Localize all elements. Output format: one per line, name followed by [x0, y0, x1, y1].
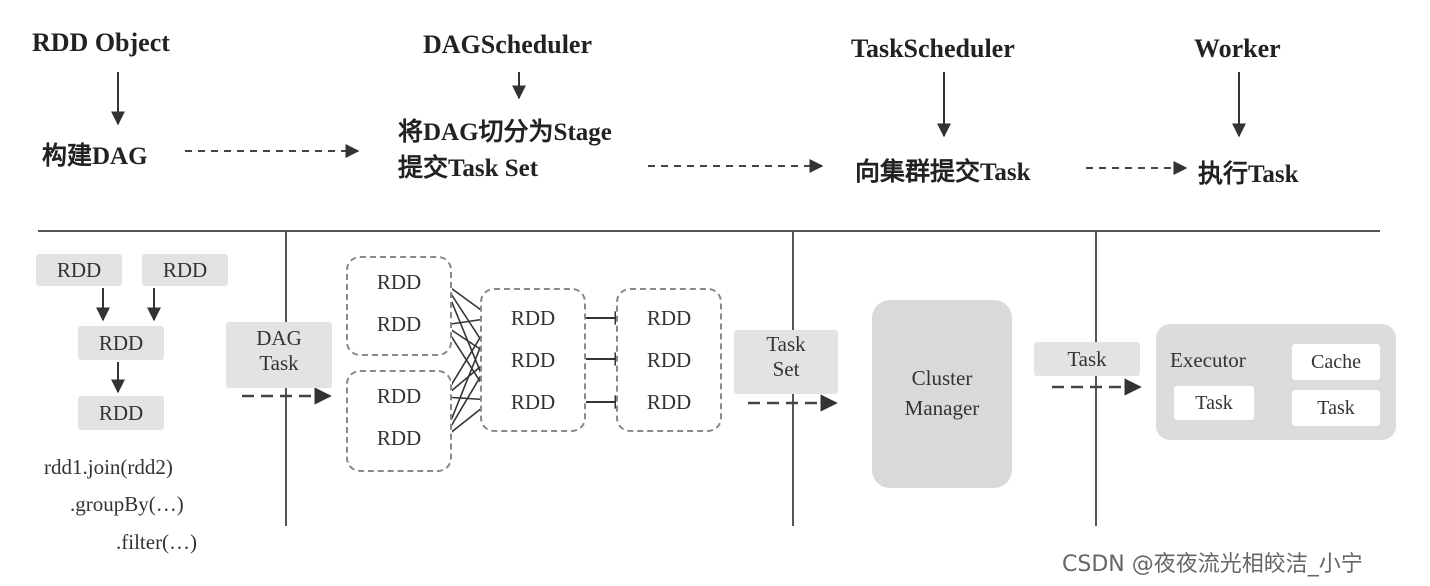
code-line: .filter(…) [116, 530, 198, 554]
step-build-dag: 构建DAG [42, 143, 148, 170]
rdd-group: RDD RDD [346, 370, 452, 472]
step-split-stage: 将DAG切分为Stage [398, 119, 612, 146]
rdd-box: RDD [78, 396, 164, 430]
cluster-manager-line: Cluster [911, 366, 973, 390]
rdd-node: RDD [646, 348, 692, 372]
rdd-node: RDD [646, 306, 692, 330]
cluster-manager-box: Cluster Manager [872, 300, 1012, 488]
step-submit-task: 向集群提交Task [855, 159, 1031, 186]
executor-title: Executor [1170, 348, 1246, 372]
rdd-node: RDD [376, 270, 422, 294]
task-set-line: Task [766, 332, 806, 356]
rdd-node: RDD [510, 390, 556, 414]
rdd-group: RDD RDD [346, 256, 452, 356]
stage-title-worker: Worker [1194, 34, 1281, 63]
step-submit-taskset: 提交Task Set [398, 155, 539, 182]
rdd-node: RDD [646, 390, 692, 414]
task-box: Task [1034, 342, 1140, 376]
code-line: .groupBy(…) [70, 492, 184, 516]
step-execute-task: 执行Task [1198, 161, 1299, 188]
stage-box: RDD RDD RDD [616, 288, 722, 432]
executor-task-box: Task [1174, 386, 1254, 420]
task-set-line: Set [772, 357, 800, 381]
executor-task-box: Task [1292, 390, 1380, 426]
stage-title-dag-scheduler: DAGScheduler [423, 30, 592, 59]
stage-title-task-scheduler: TaskScheduler [851, 34, 1015, 63]
rdd-node: RDD [510, 348, 556, 372]
watermark-text: CSDN @夜夜流光相皎洁_小宁 [1062, 552, 1363, 577]
rdd-box: RDD [36, 254, 122, 286]
dag-task-line: Task [259, 351, 299, 375]
rdd-node: RDD [510, 306, 556, 330]
stage-title-rdd-object: RDD Object [32, 28, 170, 57]
cache-box: Cache [1292, 344, 1380, 380]
rdd-node: RDD [376, 384, 422, 408]
rdd-box: RDD [142, 254, 228, 286]
task-set-box: Task Set [734, 330, 838, 394]
rdd-node: RDD [376, 426, 422, 450]
rdd-box: RDD [78, 326, 164, 360]
executor-box: Executor Cache Task Task [1156, 324, 1396, 440]
cluster-manager-line: Manager [904, 396, 980, 420]
rdd-node: RDD [376, 312, 422, 336]
code-line: rdd1.join(rdd2) [44, 455, 173, 479]
stage-box: RDD RDD RDD [480, 288, 586, 432]
dag-task-line: DAG [256, 326, 302, 350]
dag-task-box: DAG Task [226, 322, 332, 388]
